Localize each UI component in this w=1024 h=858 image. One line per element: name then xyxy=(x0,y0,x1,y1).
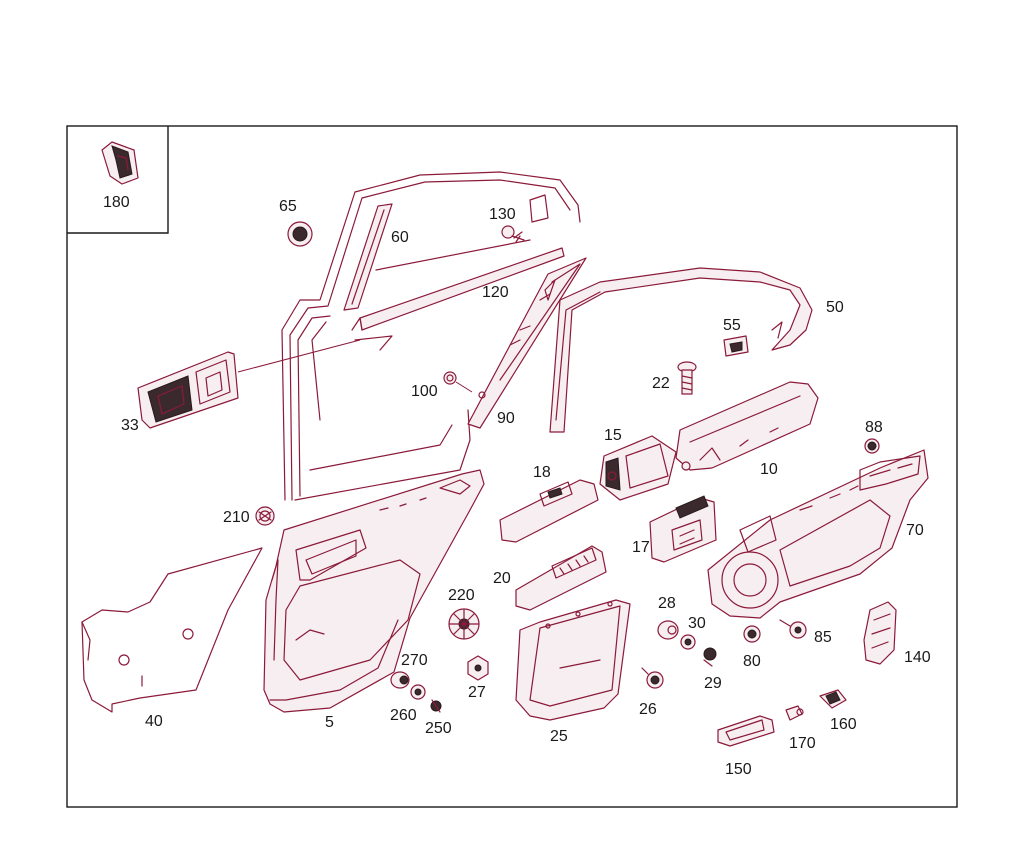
part-10-armrest[interactable] xyxy=(675,381,819,471)
label-10: 10 xyxy=(760,461,778,478)
label-27: 27 xyxy=(468,684,486,701)
part-33-switch-panel[interactable] xyxy=(137,351,239,429)
label-17: 17 xyxy=(632,539,650,556)
part-29-screw[interactable] xyxy=(703,647,717,667)
label-140: 140 xyxy=(904,649,931,666)
leader-33 xyxy=(237,339,361,373)
part-260-washer[interactable] xyxy=(410,684,426,700)
label-30: 30 xyxy=(688,615,706,632)
part-90-pillar-trim[interactable] xyxy=(467,257,587,429)
part-220-speaker-grille[interactable] xyxy=(448,608,480,640)
part-65-grommet[interactable] xyxy=(287,221,313,247)
label-180: 180 xyxy=(103,194,130,211)
part-50-door-seal[interactable] xyxy=(549,267,813,433)
label-250: 250 xyxy=(425,720,452,737)
label-65: 65 xyxy=(279,198,297,215)
label-40: 40 xyxy=(145,713,163,730)
label-28: 28 xyxy=(658,595,676,612)
part-26-screw[interactable] xyxy=(641,667,664,689)
label-29: 29 xyxy=(704,675,722,692)
part-70-inner-panel[interactable] xyxy=(707,449,929,619)
label-85: 85 xyxy=(814,629,832,646)
label-25: 25 xyxy=(550,728,568,745)
label-90: 90 xyxy=(497,410,515,427)
label-220: 220 xyxy=(448,587,475,604)
part-120-belt-molding[interactable] xyxy=(351,247,565,351)
label-80: 80 xyxy=(743,653,761,670)
label-15: 15 xyxy=(604,427,622,444)
part-150-inner-handle[interactable] xyxy=(717,715,775,747)
label-60: 60 xyxy=(391,229,409,246)
part-100-clip[interactable] xyxy=(443,371,457,385)
label-5: 5 xyxy=(325,714,334,731)
inset-box-frame xyxy=(67,126,169,234)
part-20-door-pull[interactable] xyxy=(515,545,607,611)
part-140-bracket[interactable] xyxy=(863,601,897,665)
label-120: 120 xyxy=(482,284,509,301)
part-17-switch[interactable] xyxy=(649,495,717,563)
part-18-switch-bezel[interactable] xyxy=(499,479,599,543)
label-160: 160 xyxy=(830,716,857,733)
part-85-screw[interactable] xyxy=(779,619,807,639)
label-20: 20 xyxy=(493,570,511,587)
label-70: 70 xyxy=(906,522,924,539)
diagram-frame xyxy=(66,125,958,808)
part-15-actuator[interactable] xyxy=(599,435,677,501)
part-80-grommet[interactable] xyxy=(743,625,761,643)
part-180-clip[interactable] xyxy=(101,141,139,185)
part-160-socket[interactable] xyxy=(819,689,847,709)
part-25-lower-trim[interactable] xyxy=(515,599,631,721)
label-260: 260 xyxy=(390,707,417,724)
label-170: 170 xyxy=(789,735,816,752)
label-26: 26 xyxy=(639,701,657,718)
label-130: 130 xyxy=(489,206,516,223)
label-22: 22 xyxy=(652,375,670,392)
label-210: 210 xyxy=(223,509,250,526)
part-130-screw[interactable] xyxy=(501,225,525,243)
part-60-window-channel[interactable] xyxy=(343,203,393,311)
part-40-vapor-barrier[interactable] xyxy=(81,547,263,713)
label-150: 150 xyxy=(725,761,752,778)
leader-100 xyxy=(455,381,473,393)
label-33: 33 xyxy=(121,417,139,434)
part-30-washer[interactable] xyxy=(680,634,696,650)
part-27-nut[interactable] xyxy=(467,655,489,681)
part-5-door-panel[interactable] xyxy=(263,469,485,713)
part-28-plug[interactable] xyxy=(657,620,679,640)
part-88-nut[interactable] xyxy=(864,438,880,454)
label-88: 88 xyxy=(865,419,883,436)
label-50: 50 xyxy=(826,299,844,316)
label-100: 100 xyxy=(411,383,438,400)
part-170-bulb[interactable] xyxy=(785,705,804,721)
label-18: 18 xyxy=(533,464,551,481)
label-270: 270 xyxy=(401,652,428,669)
part-22-screw[interactable] xyxy=(677,361,697,395)
part-55-clip[interactable] xyxy=(723,335,749,357)
label-55: 55 xyxy=(723,317,741,334)
part-270-plug[interactable] xyxy=(390,671,410,689)
part-210-plug[interactable] xyxy=(255,506,275,526)
part-door-frame[interactable] xyxy=(281,171,581,501)
part-250-screw[interactable] xyxy=(430,699,442,713)
